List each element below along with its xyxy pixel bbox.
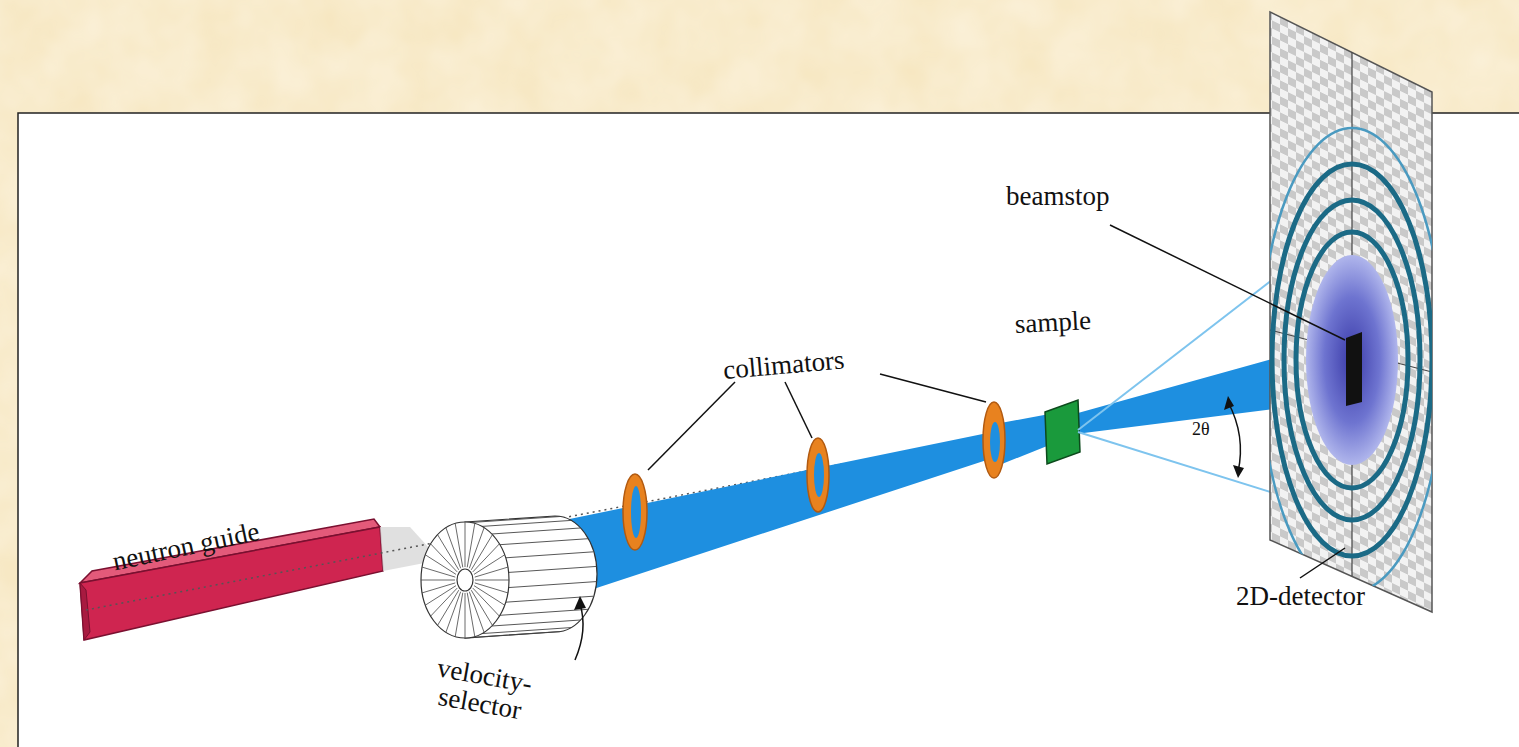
beamstop <box>1346 332 1362 406</box>
angle-arc <box>1228 402 1240 472</box>
sample-label: sample <box>1014 306 1092 338</box>
velocity-selector-label: velocity- selector <box>422 652 542 727</box>
collimators-label: collimators <box>722 345 845 384</box>
leader-line <box>648 225 1345 578</box>
velocity-selector <box>421 516 597 638</box>
neutron-beam <box>555 336 1360 600</box>
neutron-guide-label: neutron guide <box>110 517 262 576</box>
collimator <box>623 402 1005 550</box>
beamstop-label: beamstop <box>1006 182 1109 210</box>
angle-label: 2θ <box>1192 420 1210 439</box>
rotation-arrow <box>575 604 583 660</box>
rotation-arrow-head <box>574 596 586 610</box>
detector-label: 2D-detector <box>1236 582 1365 610</box>
sample <box>1045 400 1080 464</box>
